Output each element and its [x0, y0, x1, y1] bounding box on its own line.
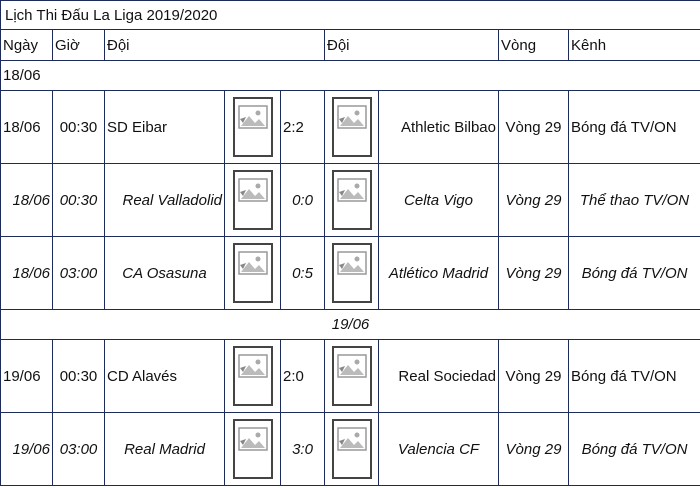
match-time: 00:30: [52, 163, 105, 237]
match-time: 00:30: [52, 90, 105, 164]
away-team: Athletic Bilbao: [378, 90, 499, 164]
match-round: Vòng 29: [498, 412, 569, 486]
home-team: SD Eibar: [104, 90, 225, 164]
match-channel: Thể thao TV/ON: [567, 163, 700, 237]
match-score: 0:5: [280, 236, 325, 310]
home-team: Real Valladolid: [104, 163, 225, 237]
match-score: 2:0: [280, 339, 325, 413]
match-date: 19/06: [0, 339, 53, 413]
match-score: 0:0: [280, 163, 325, 237]
header-channel: Kênh: [567, 29, 700, 61]
match-channel: Bóng đá TV/ON: [567, 90, 700, 164]
match-round: Vòng 29: [498, 163, 569, 237]
home-logo-cell: [224, 412, 281, 486]
away-logo-cell: [324, 90, 379, 164]
match-channel: Bóng đá TV/ON: [567, 339, 700, 413]
broken-image-icon: [331, 243, 372, 303]
away-team: Valencia CF: [378, 412, 499, 486]
away-team: Celta Vigo: [378, 163, 499, 237]
broken-image-icon: [331, 170, 372, 230]
broken-image-icon: [331, 346, 372, 406]
home-logo-cell: [224, 236, 281, 310]
match-time: 00:30: [52, 339, 105, 413]
broken-image-icon: [232, 170, 273, 230]
match-channel: Bóng đá TV/ON: [567, 412, 700, 486]
away-logo-cell: [324, 163, 379, 237]
match-channel: Bóng đá TV/ON: [567, 236, 700, 310]
date-group-label: 19/06: [0, 309, 700, 340]
away-logo-cell: [324, 236, 379, 310]
header-round: Vòng: [498, 29, 569, 61]
broken-image-icon: [232, 243, 273, 303]
header-row: Ngày Giờ Đội Đội Vòng Kênh: [0, 29, 700, 61]
match-row: 18/06 03:00 CA Osasuna 0:5 Atlético Madr…: [0, 236, 700, 310]
match-row: 19/06 00:30 CD Alavés 2:0 Real Sociedad …: [0, 339, 700, 413]
home-logo-cell: [224, 163, 281, 237]
table-title: Lịch Thi Đấu La Liga 2019/2020: [0, 0, 700, 30]
match-time: 03:00: [52, 236, 105, 310]
header-time: Giờ: [52, 29, 105, 61]
away-team: Real Sociedad: [378, 339, 499, 413]
date-group-row: 18/06: [0, 60, 700, 91]
match-round: Vòng 29: [498, 236, 569, 310]
match-round: Vòng 29: [498, 90, 569, 164]
match-date: 19/06: [0, 412, 53, 486]
home-logo-cell: [224, 339, 281, 413]
match-date: 18/06: [0, 163, 53, 237]
away-logo-cell: [324, 339, 379, 413]
match-time: 03:00: [52, 412, 105, 486]
home-team: Real Madrid: [104, 412, 225, 486]
broken-image-icon: [331, 97, 372, 157]
match-row: 18/06 00:30 SD Eibar 2:2 Athletic Bilbao…: [0, 90, 700, 164]
broken-image-icon: [232, 346, 273, 406]
match-row: 19/06 03:00 Real Madrid 3:0 Valencia CF …: [0, 412, 700, 486]
header-team-away: Đội: [324, 29, 499, 61]
match-score: 2:2: [280, 90, 325, 164]
match-date: 18/06: [0, 236, 53, 310]
broken-image-icon: [331, 419, 372, 479]
date-group-label: 18/06: [0, 60, 700, 91]
date-group-row: 19/06: [0, 309, 700, 340]
match-round: Vòng 29: [498, 339, 569, 413]
match-date: 18/06: [0, 90, 53, 164]
away-team: Atlético Madrid: [378, 236, 499, 310]
title-row: Lịch Thi Đấu La Liga 2019/2020: [0, 0, 700, 30]
away-logo-cell: [324, 412, 379, 486]
home-team: CD Alavés: [104, 339, 225, 413]
match-row: 18/06 00:30 Real Valladolid 0:0 Celta Vi…: [0, 163, 700, 237]
header-date: Ngày: [0, 29, 53, 61]
broken-image-icon: [232, 97, 273, 157]
home-team: CA Osasuna: [104, 236, 225, 310]
broken-image-icon: [232, 419, 273, 479]
header-team-home: Đội: [104, 29, 325, 61]
match-score: 3:0: [280, 412, 325, 486]
home-logo-cell: [224, 90, 281, 164]
